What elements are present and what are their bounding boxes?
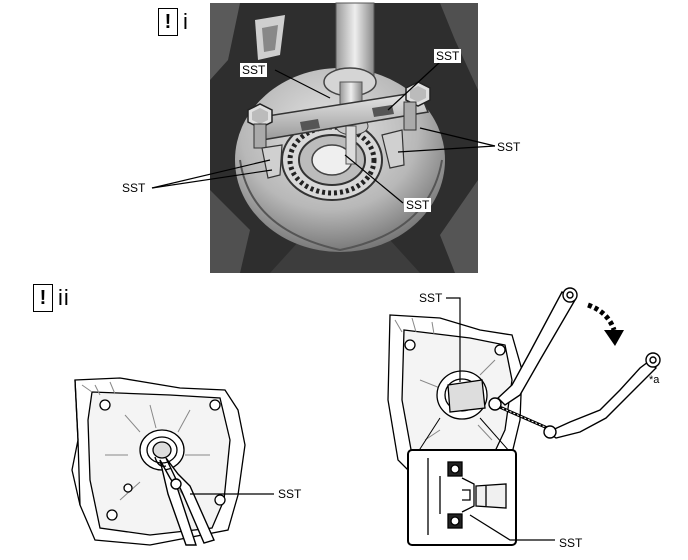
sst-label-3: SST [497,140,521,154]
sst-label-5: SST [404,198,432,212]
sst-label-1: SST [240,63,268,77]
jaw-right [381,129,405,169]
caution-marker: ! [158,8,178,36]
sst-label-7: SST [419,291,443,305]
sst-label-2: SST [434,49,462,63]
sst-label-4: SST [122,181,146,195]
sst-label-8: SST [559,536,583,550]
rotation-arrow-icon [587,302,624,346]
step-number: ii [58,285,70,310]
puller-tool [488,287,661,439]
jaw-left [261,144,283,179]
marker-a-label: *a [649,374,660,386]
caution-marker: ! [33,284,53,312]
snap-ring-pliers [154,456,215,546]
bolt-left [247,103,273,149]
step-i-badge: ! i [158,8,189,36]
step-ii-badge: ! ii [33,284,70,312]
inset-detail [407,417,517,546]
step-number: i [183,9,189,34]
sst-label-6: SST [278,487,302,501]
